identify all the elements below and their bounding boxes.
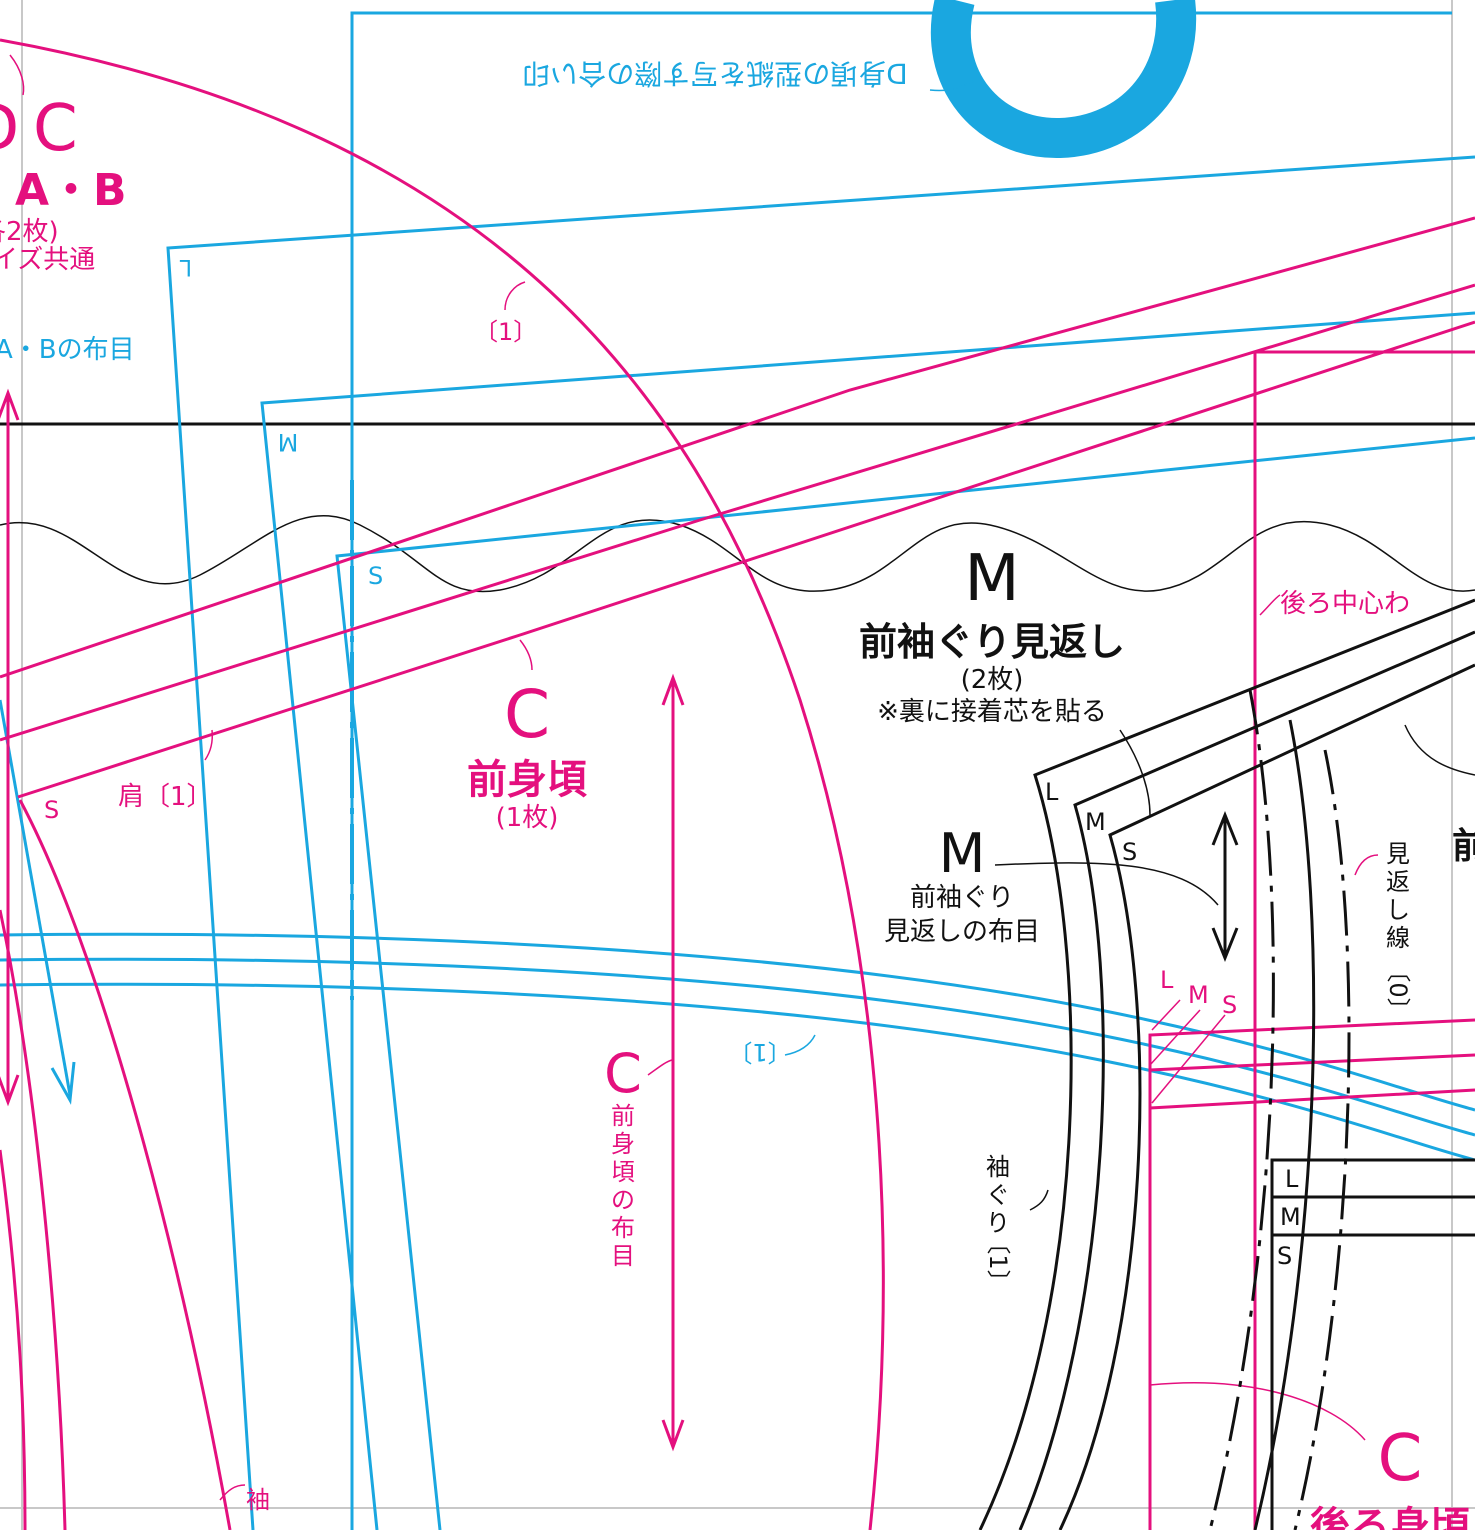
seam-leader [784,1034,816,1056]
back-bottom-title: 後ろ身頃 [1310,1504,1470,1530]
back-sizes-s: S [1222,991,1237,1019]
back-facing-line-3: し [1386,896,1410,924]
front-bodice-grain-2: 身 [611,1130,635,1158]
facing-grain-line1: 前袖ぐり [910,883,1014,913]
front-bodice-grain-3: 頃 [611,1158,635,1186]
facing-size-m: M [1085,808,1106,836]
top-left-grain: A・Bの布目 [0,335,135,365]
back-sizes-m: M [1188,981,1209,1009]
front-bodice-shoulder: 肩〔1〕 [118,782,213,812]
back-facing-line-1: 見 [1386,840,1410,868]
facing-armhole-3: り [986,1209,1010,1237]
back-box-s: S [1277,1242,1292,1270]
top-left-seam-l: L [179,254,192,279]
back-sizes-l: L [1160,966,1174,994]
back-facing-seam: 〔0〕 [1384,958,1412,1021]
front-bodice-count: (1枚) [496,803,559,833]
facing-note: ※裏に接着芯を貼る [877,697,1107,727]
back-bottom-letter: C [1378,1422,1423,1496]
facing-armhole-2: ぐ [986,1181,1010,1209]
facing-count: (2枚) [961,665,1024,695]
back-facing-line-4: 線 [1386,924,1410,952]
front-bodice-size-s: S [44,796,59,824]
front-bodice-grain-1: 前 [611,1102,635,1130]
facing-letter: M [964,542,1019,616]
facing-title: 前袖ぐり見返し [859,620,1125,664]
d-size-m: M [278,428,299,456]
pattern-m-lines [978,598,1475,1530]
back-bottom-left-label: 袖 [246,1486,270,1514]
top-left-title: A・B [15,165,127,216]
back-center-fold: 後ろ中心わ [1280,589,1410,619]
facing-grain-letter: M [939,822,986,885]
facing-armhole-1: 袖 [986,1153,1010,1181]
top-left-letter-c: C [33,92,78,166]
top-left-count: 各2枚) [0,217,59,247]
front-bodice-grain-4: の [611,1186,635,1214]
d-seam-1: 〔1〕 [474,318,537,346]
front-bodice-letter: C [504,676,550,753]
back-box-m: M [1280,1203,1301,1231]
pattern-c-lines [0,38,1475,1530]
facing-grain-line2: 見返しの布目 [884,917,1040,947]
back-right-cut: 前 [1452,826,1475,867]
pattern-m-leaders [994,724,1475,1211]
facing-armhole-seam: 〔1〕 [984,1230,1012,1293]
front-bodice-grain-6: 目 [611,1242,635,1270]
front-bodice-grain-letter: C [604,1042,642,1105]
back-box-l: L [1285,1165,1299,1193]
mirrored-note-leader [929,79,976,92]
pattern-c-leaders [9,54,1379,1501]
d-size-s: S [368,562,383,590]
front-bodice-title: 前身頃 [467,757,587,803]
d-mirrored-note: D身頃の型紙を写す際の合い印 [522,57,908,90]
top-left-letter-d: D [0,92,19,166]
back-facing-line-2: 返 [1386,868,1410,896]
top-left-size-note: イズ共通 [0,245,95,275]
facing-size-l: L [1045,778,1059,806]
facing-size-s: S [1122,838,1137,866]
d-seam-l-mark: 〔1〕 [728,1038,791,1066]
front-bodice-grain-5: 布 [611,1214,635,1242]
